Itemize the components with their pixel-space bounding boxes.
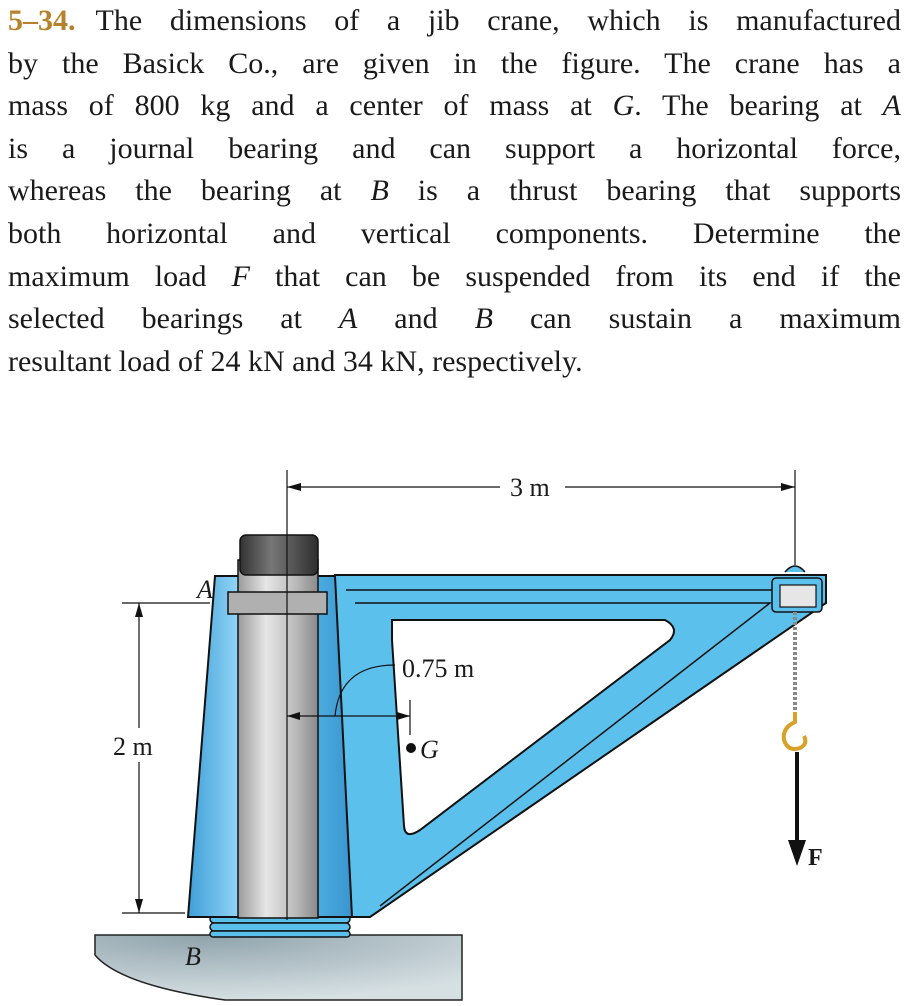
dimension-075m: 0.75 m bbox=[287, 654, 474, 735]
problem-statement: 5–34.The dimensions of a jib crane, whic… bbox=[8, 0, 901, 383]
column-cap bbox=[239, 534, 319, 576]
column bbox=[237, 559, 319, 919]
dim-2m-label: 2 m bbox=[113, 732, 153, 761]
arm-cutout bbox=[391, 619, 675, 836]
problem-line-8: selected bearings at A and B can sustain… bbox=[8, 302, 901, 336]
problem-line-3: mass of 800 kg and a center of mass at G… bbox=[8, 89, 901, 123]
problem-number: 5–34. bbox=[8, 4, 76, 37]
problem-line-6: both horizontal and vertical components.… bbox=[8, 216, 901, 250]
label-A: A bbox=[195, 575, 213, 604]
jib-crane-figure: F 3 m 2 m 0.75 m G A B bbox=[94, 470, 827, 1001]
bearing-A bbox=[227, 591, 328, 615]
pulley bbox=[771, 565, 823, 613]
problem-line-9: resultant load of 24 kN and 34 kN, respe… bbox=[8, 344, 583, 378]
problem-line-2: by the Basick Co., are given in the figu… bbox=[8, 46, 901, 80]
hook bbox=[781, 712, 808, 751]
dimension-2m: 2 m bbox=[113, 602, 210, 914]
problem-line-7: maximum load F that can be suspended fro… bbox=[8, 259, 901, 293]
dim-3m-label: 3 m bbox=[510, 473, 550, 502]
label-G: G bbox=[420, 735, 439, 764]
problem-line-1: 5–34.The dimensions of a jib crane, whic… bbox=[8, 4, 901, 37]
label-B: B bbox=[185, 942, 201, 971]
force-F-arrowhead bbox=[788, 840, 806, 866]
dimension-3m: 3 m bbox=[287, 473, 795, 502]
problem-line-4: is a journal bearing and can support a h… bbox=[8, 131, 901, 165]
problem-line-5: whereas the bearing at B is a thrust bea… bbox=[8, 174, 901, 208]
center-of-mass-G bbox=[406, 743, 416, 753]
ground bbox=[94, 934, 463, 1001]
label-F: F bbox=[808, 845, 823, 871]
dim-075m-label: 0.75 m bbox=[402, 654, 474, 683]
